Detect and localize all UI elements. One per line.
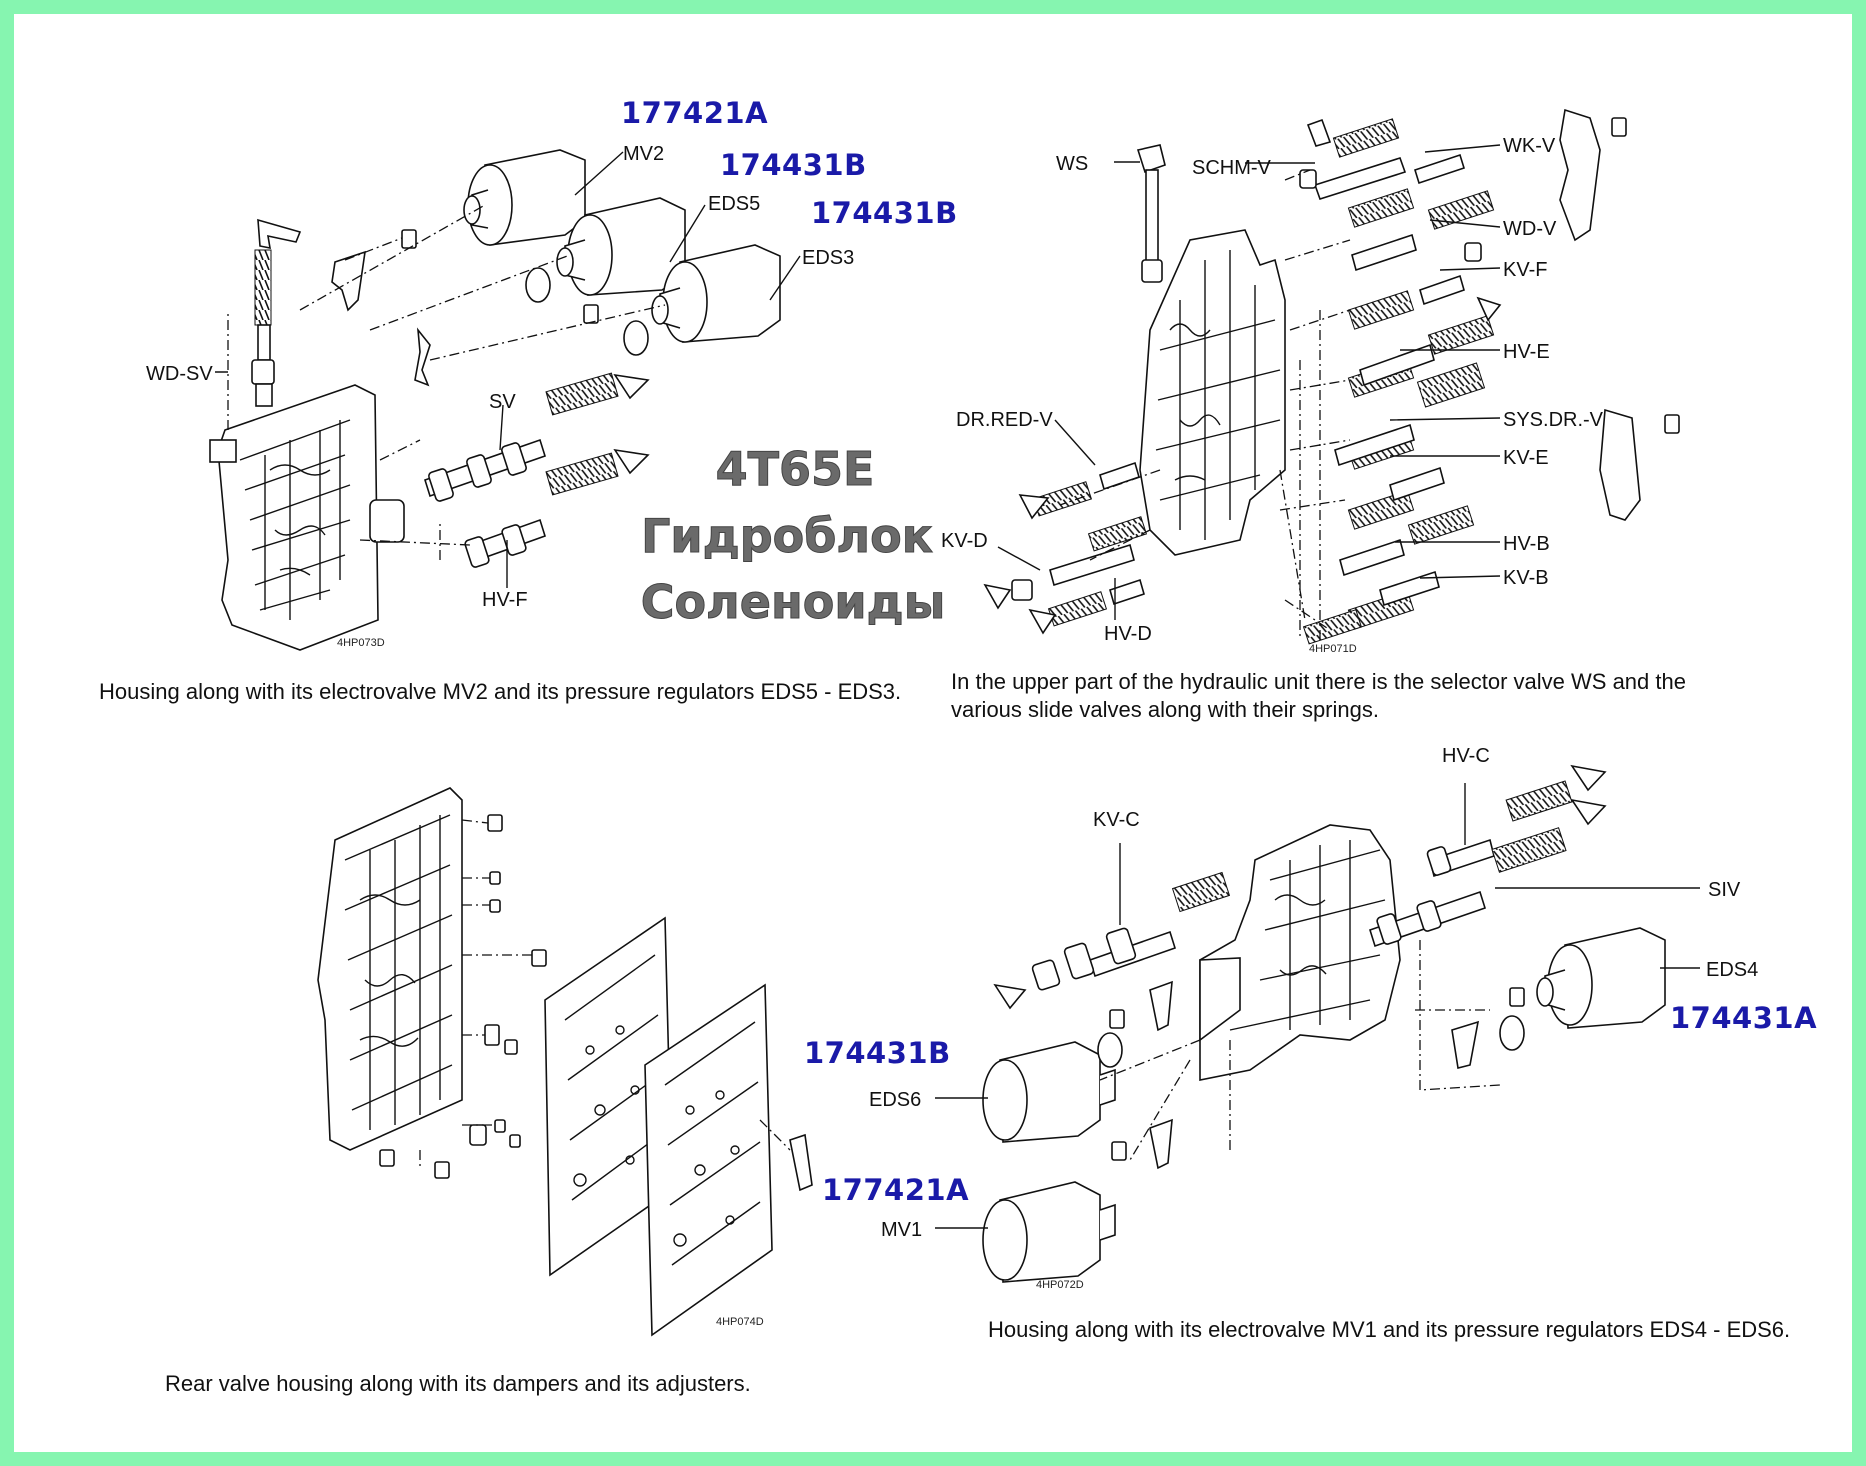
- label-eds6: EDS6: [869, 1089, 921, 1111]
- wd-sv-valve: [251, 218, 302, 407]
- eds5-solenoid: [556, 197, 686, 296]
- label-mv2: MV2: [623, 143, 664, 165]
- bottom-left-small-parts: [379, 814, 813, 1192]
- eds6-solenoid: [982, 980, 1173, 1143]
- label-kv-c: KV-C: [1093, 809, 1140, 831]
- hv-c-valve: [1426, 764, 1607, 878]
- top-right-leaders: [997, 144, 1501, 640]
- label-eds3: EDS3: [802, 247, 854, 269]
- label-sv: SV: [489, 391, 516, 413]
- label-mv1: MV1: [881, 1219, 922, 1241]
- top-left-leaders: [215, 151, 801, 588]
- part-number-mv2: 177421A: [621, 96, 768, 130]
- label-dr-red-v: DR.RED-V: [956, 409, 1053, 431]
- label-hv-e: HV-E: [1503, 341, 1550, 363]
- siv-valve: [1369, 798, 1607, 948]
- title-line-2: Гидроблок: [641, 509, 933, 563]
- separator-plate-2: [644, 983, 773, 1337]
- ws-selector-valve: [1136, 144, 1166, 283]
- label-kv-e: KV-E: [1503, 447, 1549, 469]
- caption-top-right: In the upper part of the hydraulic unit …: [951, 669, 1686, 722]
- sv-valve: [424, 372, 619, 502]
- label-eds5: EDS5: [708, 193, 760, 215]
- drawing-code-4hp074d: 4HP074D: [716, 1316, 764, 1328]
- title-line-1: 4T65E: [716, 442, 875, 496]
- caption-top-left: Housing along with its electrovalve MV2 …: [99, 679, 902, 704]
- part-number-eds4: 174431A: [1670, 1001, 1817, 1035]
- label-hv-d: HV-D: [1104, 623, 1152, 645]
- part-number-mv1: 177421A: [822, 1173, 969, 1207]
- part-number-eds6: 174431B: [804, 1036, 951, 1070]
- label-siv: SIV: [1708, 879, 1741, 901]
- top-left-housing: [209, 384, 405, 651]
- bottom-right-leaders: [935, 783, 1700, 1229]
- label-ws: WS: [1056, 153, 1088, 175]
- top-left-small-parts: [331, 229, 650, 475]
- bottom-left-leaders: [419, 819, 791, 1170]
- label-wd-v: WD-V: [1503, 218, 1557, 240]
- part-number-eds3: 174431B: [811, 196, 958, 230]
- sys-dr-v-bracket: [1599, 408, 1680, 521]
- wk-v-bracket: [1559, 108, 1627, 242]
- label-wd-sv: WD-SV: [146, 363, 213, 385]
- label-sys-dr-v: SYS.DR.-V: [1503, 409, 1604, 431]
- top-right-springs-and-valves: [983, 118, 1502, 645]
- top-right-valve-body: [1139, 229, 1286, 556]
- drawing-code-4hp071d: 4HP071D: [1309, 643, 1357, 655]
- label-wk-v: WK-V: [1503, 135, 1556, 157]
- bottom-right-housing: [1199, 824, 1401, 1081]
- title-line-3: Соленоиды: [641, 575, 946, 629]
- label-eds4: EDS4: [1706, 959, 1758, 981]
- label-schm-v: SCHM-V: [1192, 157, 1272, 179]
- bottom-left-housing: [317, 787, 463, 1151]
- label-hv-c: HV-C: [1442, 745, 1490, 767]
- drawing-code-4hp073d: 4HP073D: [337, 637, 385, 649]
- kv-c-valve: [993, 871, 1231, 1010]
- eds4-solenoid: [1451, 927, 1666, 1069]
- eds3-solenoid: [651, 244, 781, 343]
- label-hv-b: HV-B: [1503, 533, 1550, 555]
- label-kv-f: KV-F: [1503, 259, 1547, 281]
- label-kv-b: KV-B: [1503, 567, 1549, 589]
- mv1-solenoid: [982, 1118, 1173, 1283]
- label-hv-f: HV-F: [482, 589, 528, 611]
- label-kv-d: KV-D: [941, 530, 988, 552]
- caption-bottom-right: Housing along with its electrovalve MV1 …: [988, 1317, 1791, 1342]
- drawing-code-4hp072d: 4HP072D: [1036, 1279, 1084, 1291]
- caption-bottom-left: Rear valve housing along with its damper…: [165, 1371, 751, 1396]
- part-number-eds5: 174431B: [720, 148, 867, 182]
